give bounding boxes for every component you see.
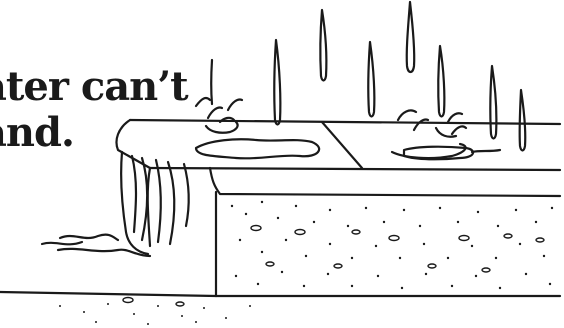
raindrops (211, 2, 525, 151)
runoff-stream (156, 160, 161, 242)
pebble (266, 262, 274, 266)
splash-left-pool (206, 122, 238, 133)
raindrop (368, 42, 374, 117)
raindrop (490, 66, 496, 139)
soil-texture (59, 201, 553, 325)
slab-joint (322, 122, 362, 168)
raindrop (438, 46, 444, 117)
slab-crack (472, 150, 500, 152)
runoff-stream (142, 158, 147, 240)
pebble (536, 238, 544, 242)
pavement-slab (117, 120, 561, 296)
pebble (123, 298, 133, 303)
slab-front-face (148, 168, 150, 246)
pebble (176, 302, 184, 306)
pebble (334, 264, 342, 268)
runoff-water (0, 152, 216, 296)
slab-step-top (210, 168, 560, 196)
splash-left (196, 98, 242, 122)
splashes (196, 98, 466, 158)
ground-surface (0, 292, 216, 296)
runoff-stream (184, 164, 189, 226)
raindrop (407, 2, 415, 72)
pebble (459, 236, 469, 241)
raindrop (211, 60, 212, 104)
ground-water-surface (42, 235, 118, 245)
pebble (352, 230, 360, 234)
raindrop (520, 90, 526, 151)
raindrop (320, 10, 326, 81)
raindrop (274, 40, 280, 125)
pebble (482, 268, 490, 272)
pebble (504, 234, 512, 238)
pebble (389, 236, 399, 241)
puddle-left (196, 139, 319, 158)
pebble (295, 230, 305, 235)
runoff-stream (132, 156, 136, 232)
pebble (251, 226, 261, 231)
runoff-stream (168, 162, 174, 244)
slab-top-front-edge (150, 168, 560, 170)
pebbles (123, 226, 544, 307)
pebble (428, 264, 436, 268)
